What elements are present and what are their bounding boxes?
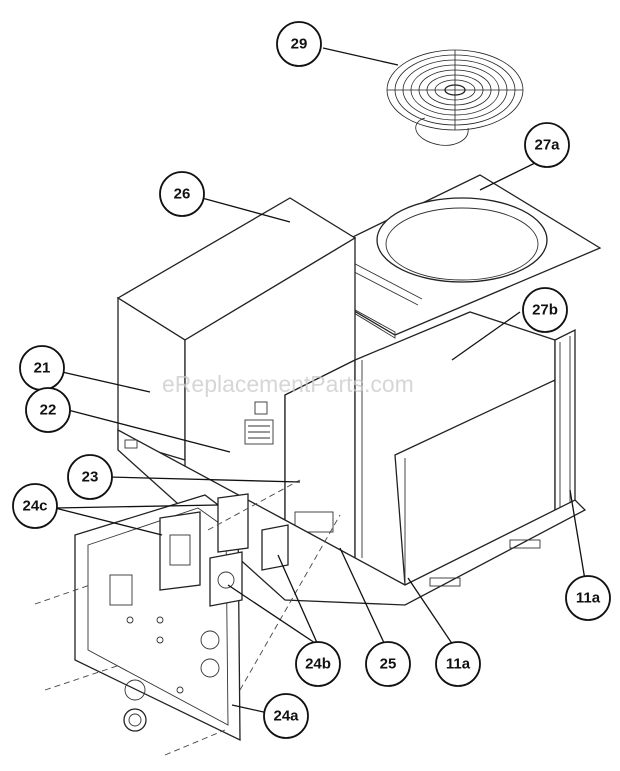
callout-27b: 27b bbox=[522, 287, 568, 333]
callout-label: 27b bbox=[532, 302, 558, 319]
callout-26: 26 bbox=[159, 171, 205, 217]
callout-11a-right: 11a bbox=[565, 575, 611, 621]
control-access-panel bbox=[34, 494, 241, 756]
callout-label: 24b bbox=[305, 656, 331, 673]
callout-25: 25 bbox=[365, 641, 411, 687]
fan-guard-grille bbox=[386, 49, 524, 146]
watermark-text: eReplacementParts.com bbox=[162, 371, 414, 397]
callout-24b: 24b bbox=[295, 641, 341, 687]
callout-label: 25 bbox=[380, 656, 397, 673]
callout-label: 24a bbox=[273, 708, 299, 725]
callout-label: 23 bbox=[82, 469, 99, 486]
callout-24a: 24a bbox=[263, 693, 309, 739]
callout-label: 22 bbox=[40, 402, 57, 419]
callout-label: 26 bbox=[174, 186, 191, 203]
callout-29: 29 bbox=[276, 21, 322, 67]
cover-plates bbox=[159, 479, 341, 691]
leader-lines bbox=[54, 47, 586, 714]
callout-label: 21 bbox=[34, 360, 51, 377]
callout-label: 24c bbox=[22, 498, 47, 515]
callout-11a-bottom: 11a bbox=[435, 641, 481, 687]
callout-23: 23 bbox=[67, 454, 113, 500]
callout-label: 27a bbox=[534, 137, 560, 154]
callout-21: 21 bbox=[19, 345, 65, 391]
callout-label: 11a bbox=[576, 590, 601, 607]
unit-cabinet bbox=[116, 197, 587, 606]
callout-label: 29 bbox=[291, 36, 308, 53]
callout-27a: 27a bbox=[524, 122, 570, 168]
callout-label: 11a bbox=[446, 656, 471, 673]
callout-24c: 24c bbox=[12, 483, 58, 529]
callout-22: 22 bbox=[25, 387, 71, 433]
